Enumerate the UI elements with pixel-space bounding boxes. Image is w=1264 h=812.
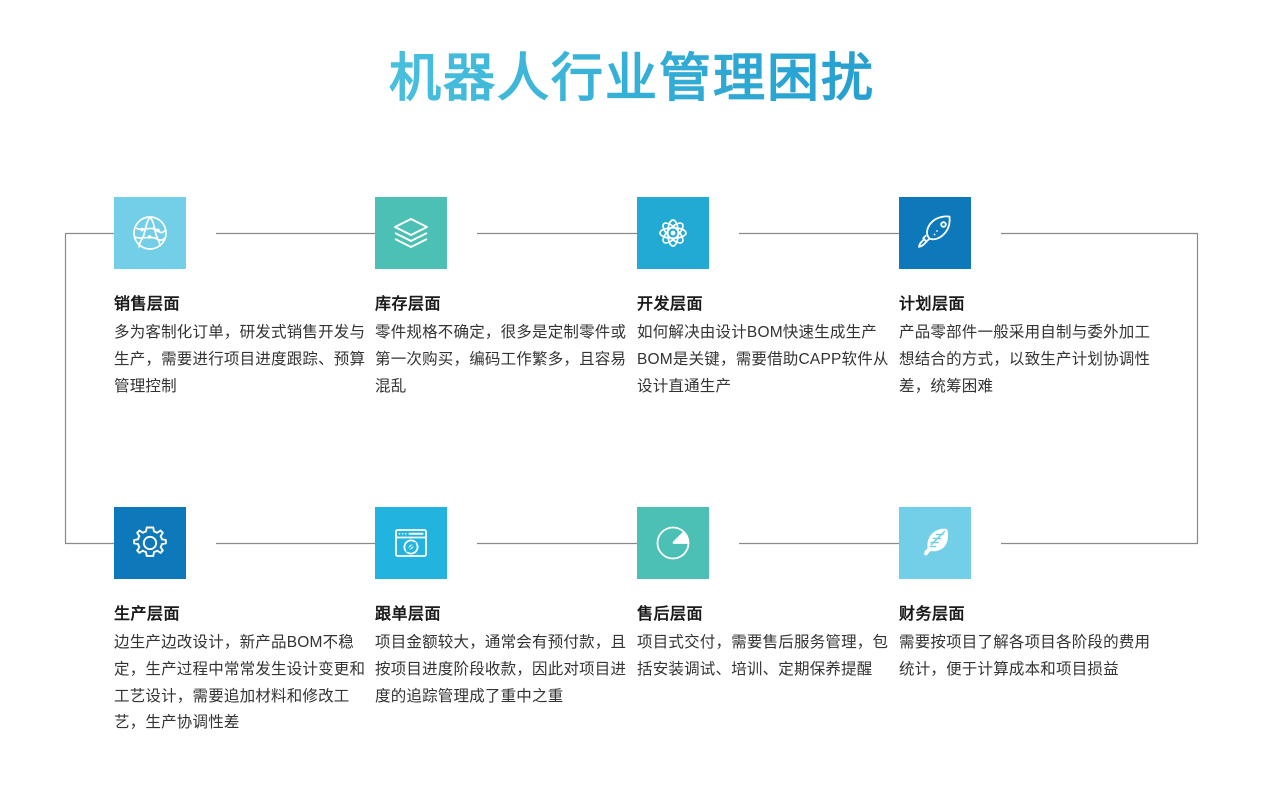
rocket-icon — [899, 197, 971, 269]
card-body: 项目金额较大，通常会有预付款，且按项目进度阶段收款，因此对项目进度的追踪管理成了… — [375, 634, 627, 705]
card-title: 库存层面 — [375, 296, 442, 313]
page-title: 机器人行业管理困扰 — [0, 36, 1264, 111]
card-title: 售后层面 — [637, 606, 704, 623]
card-title: 销售层面 — [114, 296, 181, 313]
card-production[interactable]: 生产层面 边生产边改设计，新产品BOM不稳定，生产过程中常常发生设计变更和工艺设… — [114, 507, 376, 737]
card-body: 零件规格不确定，很多是定制零件或第一次购买，编码工作繁多，且容易混乱 — [375, 324, 627, 395]
gear-icon — [114, 507, 186, 579]
card-body: 如何解决由设计BOM快速生成生产BOM是关键，需要借助CAPP软件从设计直通生产 — [637, 324, 889, 395]
card-finance[interactable]: 财务层面 需要按项目了解各项目各阶段的费用统计，便于计算成本和项目损益 — [899, 507, 1161, 684]
card-body: 产品零部件一般采用自制与委外加工想结合的方式，以致生产计划协调性差，统筹困难 — [899, 324, 1151, 395]
card-title: 跟单层面 — [375, 606, 442, 623]
card-inventory[interactable]: 库存层面 零件规格不确定，很多是定制零件或第一次购买，编码工作繁多，且容易混乱 — [375, 197, 637, 400]
browser-compass-icon — [375, 507, 447, 579]
card-body: 项目式交付，需要售后服务管理，包括安装调试、培训、定期保养提醒 — [637, 634, 889, 678]
pie-chart-icon — [637, 507, 709, 579]
globe-network-icon — [114, 197, 186, 269]
card-development[interactable]: 开发层面 如何解决由设计BOM快速生成生产BOM是关键，需要借助CAPP软件从设… — [637, 197, 899, 400]
card-order-tracking[interactable]: 跟单层面 项目金额较大，通常会有预付款，且按项目进度阶段收款，因此对项目进度的追… — [375, 507, 637, 710]
card-body: 多为客制化订单，研发式销售开发与生产，需要进行项目进度跟踪、预算管理控制 — [114, 324, 366, 395]
card-body: 边生产边改设计，新产品BOM不稳定，生产过程中常常发生设计变更和工艺设计，需要追… — [114, 634, 366, 732]
card-sales[interactable]: 销售层面 多为客制化订单，研发式销售开发与生产，需要进行项目进度跟踪、预算管理控… — [114, 197, 376, 400]
card-title: 开发层面 — [637, 296, 704, 313]
card-title: 生产层面 — [114, 606, 181, 623]
card-title: 财务层面 — [899, 606, 966, 623]
card-planning[interactable]: 计划层面 产品零部件一般采用自制与委外加工想结合的方式，以致生产计划协调性差，统… — [899, 197, 1161, 400]
card-after-sales[interactable]: 售后层面 项目式交付，需要售后服务管理，包括安装调试、培训、定期保养提醒 — [637, 507, 899, 684]
card-body: 需要按项目了解各项目各阶段的费用统计，便于计算成本和项目损益 — [899, 634, 1151, 678]
card-title: 计划层面 — [899, 296, 966, 313]
layers-stack-icon — [375, 197, 447, 269]
atom-icon — [637, 197, 709, 269]
feather-icon — [899, 507, 971, 579]
